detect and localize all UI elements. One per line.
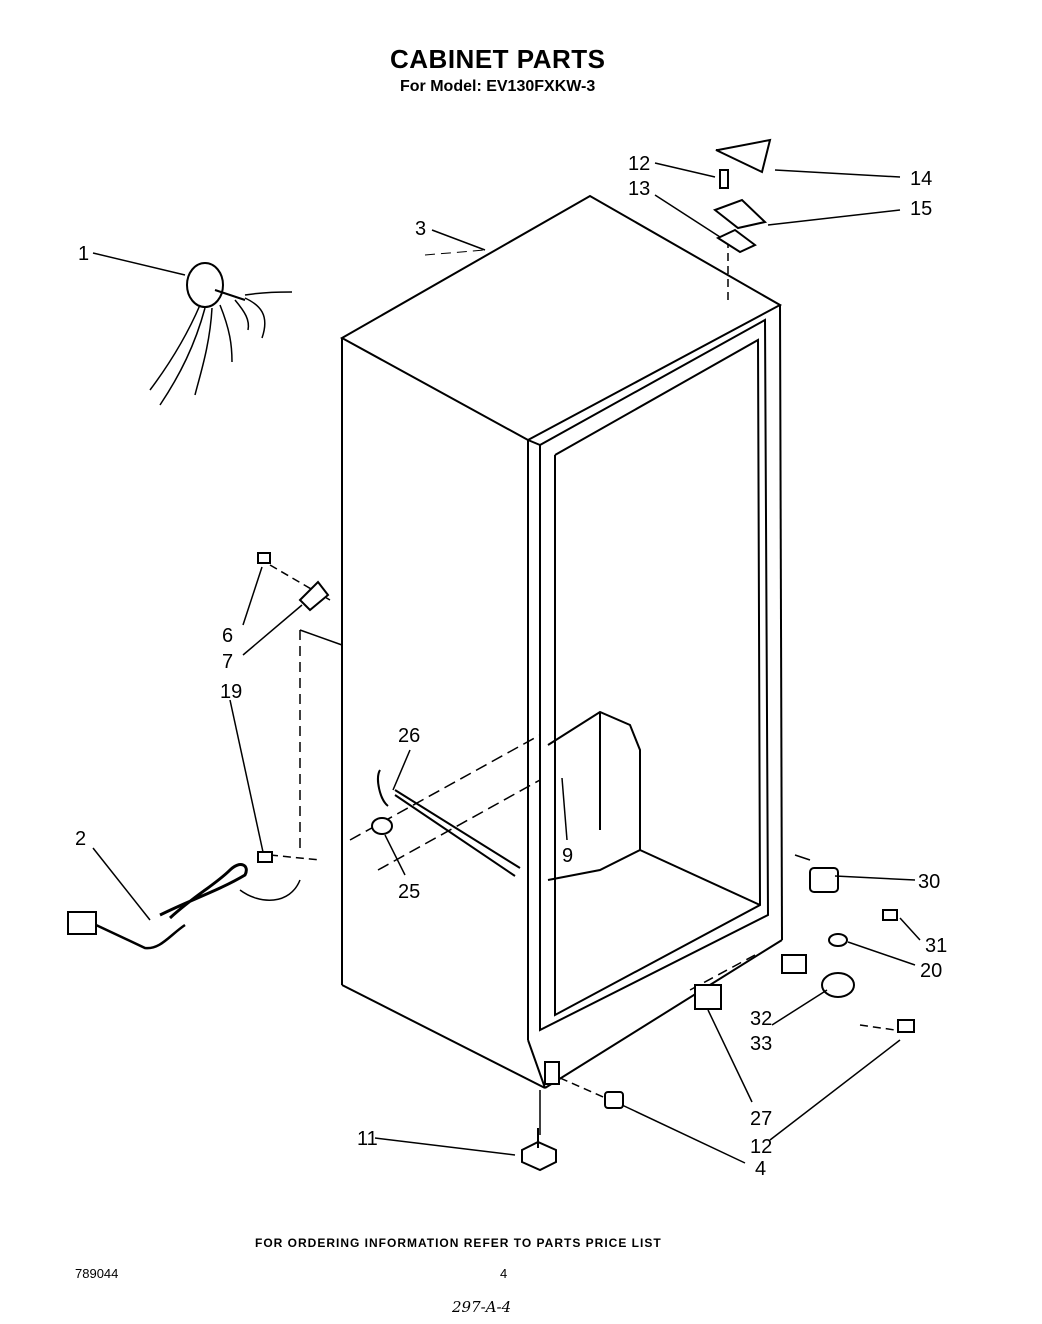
callout-7: 7 [222, 651, 233, 673]
callout-9: 9 [562, 845, 573, 867]
callout-12-top: 12 [628, 153, 650, 175]
model-subtitle: For Model: EV130FXKW-3 [400, 78, 596, 95]
callout-labels: 1 2 3 4 6 7 9 11 12 12 13 14 15 19 20 25… [75, 153, 947, 1180]
callout-2: 2 [75, 828, 86, 850]
callout-31: 31 [925, 935, 947, 957]
callout-3: 3 [415, 218, 426, 240]
leader-lines [92, 162, 921, 1164]
callout-32: 32 [750, 1008, 772, 1030]
callout-20: 20 [920, 960, 942, 982]
handwritten-note: 297-A-4 [452, 1298, 512, 1316]
callout-26: 26 [398, 725, 420, 747]
callout-13: 13 [628, 178, 650, 200]
page-title: CABINET PARTS [390, 44, 606, 74]
small-parts [257, 552, 915, 1172]
callout-1: 1 [78, 243, 89, 265]
callout-27: 27 [750, 1108, 772, 1130]
power-cord-part [67, 863, 301, 950]
callout-19: 19 [220, 681, 242, 703]
document-number: 789044 [75, 1266, 119, 1281]
callout-11: 11 [357, 1128, 378, 1150]
callout-30: 30 [918, 871, 940, 893]
wiring-harness-part [149, 262, 293, 406]
page-number: 4 [500, 1266, 508, 1281]
callout-25: 25 [398, 881, 420, 903]
callout-33: 33 [750, 1033, 772, 1055]
top-hinge-parts [712, 138, 772, 254]
callout-4: 4 [755, 1158, 766, 1180]
callout-14: 14 [910, 168, 932, 190]
callout-6: 6 [222, 625, 233, 647]
cabinet-shell [269, 194, 896, 1135]
ordering-note: FOR ORDERING INFORMATION REFER TO PARTS … [255, 1236, 662, 1250]
callout-12-bottom: 12 [750, 1136, 772, 1158]
callout-15: 15 [910, 198, 932, 220]
